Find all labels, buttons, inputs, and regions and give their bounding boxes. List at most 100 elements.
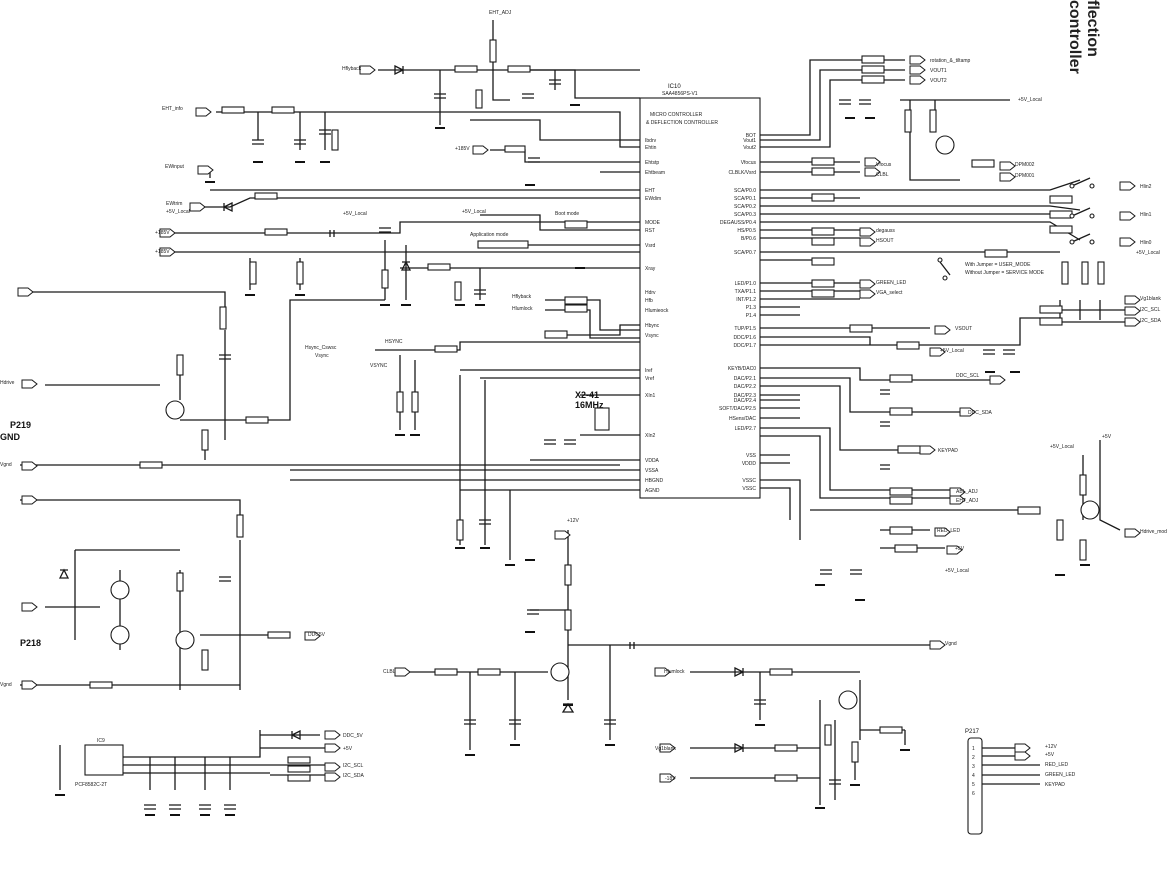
net-ddc-sda: DDC_SDA [968, 410, 993, 416]
right-wiring [760, 59, 1130, 549]
resistor-r113 [889, 487, 913, 496]
resistor-r158b [889, 526, 913, 535]
resistor-r662 [824, 724, 832, 746]
resistor-r173 [287, 765, 311, 773]
resistor-r89 [564, 220, 588, 229]
transistor-tr419 [838, 690, 858, 710]
resistor-r229 [769, 668, 793, 676]
port-arrow [21, 495, 38, 505]
ic10-right-pin: LED/P1.0 [735, 281, 757, 287]
diode-d340 [58, 568, 70, 579]
diode-d10 [400, 260, 412, 271]
ic10-left-pin: EWdim [645, 196, 661, 202]
p219-gnd: GND [0, 432, 21, 442]
port-arrow [1124, 306, 1141, 316]
p217-sig-12v: +12V [1045, 744, 1057, 750]
ic10-left-pin: XIn1 [645, 393, 656, 399]
ic10-right-pin: VDDD [742, 461, 757, 467]
port-arrow [989, 375, 1006, 385]
port-arrow [324, 762, 341, 772]
p217-sig-keypad: KEYPAD [1045, 782, 1065, 788]
ic10-left-pin: MODE [645, 220, 661, 226]
net-vgnd-left-b: Vgnd [0, 682, 12, 688]
resistor-r540 [434, 668, 458, 676]
ic10-left-pin: Ehtin [645, 145, 657, 151]
p219-label: P219 [10, 420, 31, 430]
resistor-r131 [271, 106, 295, 114]
title-line2: controller [1066, 0, 1083, 74]
ic10-right-pin: DAC/P2.2 [734, 384, 756, 390]
net-vfocus: Vfocus [876, 162, 892, 168]
resistor-r664b [264, 228, 288, 236]
ic10-right-pin: KEYB/DAC0 [728, 366, 756, 372]
port-arrow [21, 461, 38, 471]
port-arrow [359, 65, 376, 75]
resistor-r134 [489, 39, 497, 63]
net-vg1blank-right: Vg1blank [1140, 296, 1161, 302]
resistor-r158 [296, 261, 304, 285]
resistor-r114 [889, 496, 913, 505]
port-arrow [864, 157, 881, 167]
port-arrow [324, 730, 341, 740]
net-5v-g: +5V [1102, 434, 1112, 440]
p217-sig-red: RED_LED [1045, 762, 1068, 768]
ic10-part: SAA4856PS-V1 [662, 91, 698, 97]
diode-d388 [734, 742, 745, 754]
net-hflyback-b: Hflyback [512, 294, 532, 300]
port-arrow [21, 602, 38, 612]
ic10-right-pin: P1.4 [746, 313, 757, 319]
port-arrow [919, 445, 936, 455]
ic10-right-pin: SOFT/DAC/P2.5 [719, 406, 756, 412]
transistor-tr42 [1080, 500, 1100, 520]
ic10-right-pin: SCA/P0.0 [734, 188, 756, 194]
net-ic-sda: I2C_SDA [1140, 318, 1162, 324]
switch-j14 [1071, 177, 1091, 187]
net-ddc5v: DDC5V [308, 632, 326, 638]
port-arrow [159, 228, 176, 238]
ic10-left-pin: RST [645, 228, 655, 234]
diode-d390 [734, 666, 745, 678]
port-arrow [929, 347, 946, 357]
port-arrow [859, 237, 876, 247]
resistor-r418 [219, 306, 227, 330]
resistor-r180 [287, 774, 311, 782]
resistor-r542 [564, 609, 572, 631]
ic10-left-pin: AGND [645, 488, 660, 494]
crystal-x241: X2-41 16MHz [575, 390, 610, 431]
resistor-r155 [849, 324, 873, 333]
resistor-r543 [879, 726, 903, 734]
transistor-tr420 [110, 625, 130, 645]
net-hdrive-mod: Hdrive_mod [1140, 529, 1167, 535]
net-eht-info: EHT_info [162, 106, 183, 112]
ic10-right-pin: DDC/P1.6 [733, 335, 756, 341]
resistor-r10b [564, 304, 588, 313]
resistor-r126b [1017, 506, 1041, 515]
p217-sig-green: GREEN_LED [1045, 772, 1076, 778]
resistor-r102 [1039, 317, 1063, 326]
ic10-left-pins: IbdrvEhtinEhtstpEhtbeamEHTEWdimMODERSTVs… [645, 138, 669, 494]
jumper-text-2: Without Jumper = SERVICE MODE [965, 270, 1045, 276]
port-arrow [864, 167, 881, 177]
resistor-r673 [245, 416, 269, 424]
ic10-left-pin: HBGND [645, 478, 663, 484]
transistor-tr414 [165, 400, 185, 420]
net-185v-b: +185V [155, 249, 170, 255]
resistor-r161 [427, 263, 451, 271]
port-arrow [859, 279, 876, 289]
net-5v-local-d: +5V_Local [940, 348, 964, 354]
jumper-text-1: With Jumper = USER_MODE [965, 262, 1031, 268]
resistor-r605 [774, 744, 798, 752]
resistor-r549 [851, 741, 859, 763]
resistor-r465 [236, 514, 244, 538]
ic10-right-pin: LED/P2.7 [735, 426, 757, 432]
resistor-r126 [811, 289, 835, 298]
diode-d11 [290, 729, 301, 741]
ic10-left-pin: VSSA [645, 468, 659, 474]
ic10-left-pin: VDDA [645, 458, 660, 464]
p217-pin: 5 [972, 782, 975, 788]
resistor-r146b [1056, 519, 1064, 541]
port-arrow [394, 667, 411, 677]
net-vsout: VSOUT [955, 326, 972, 332]
ic10-left-pin: Hfb [645, 298, 653, 304]
